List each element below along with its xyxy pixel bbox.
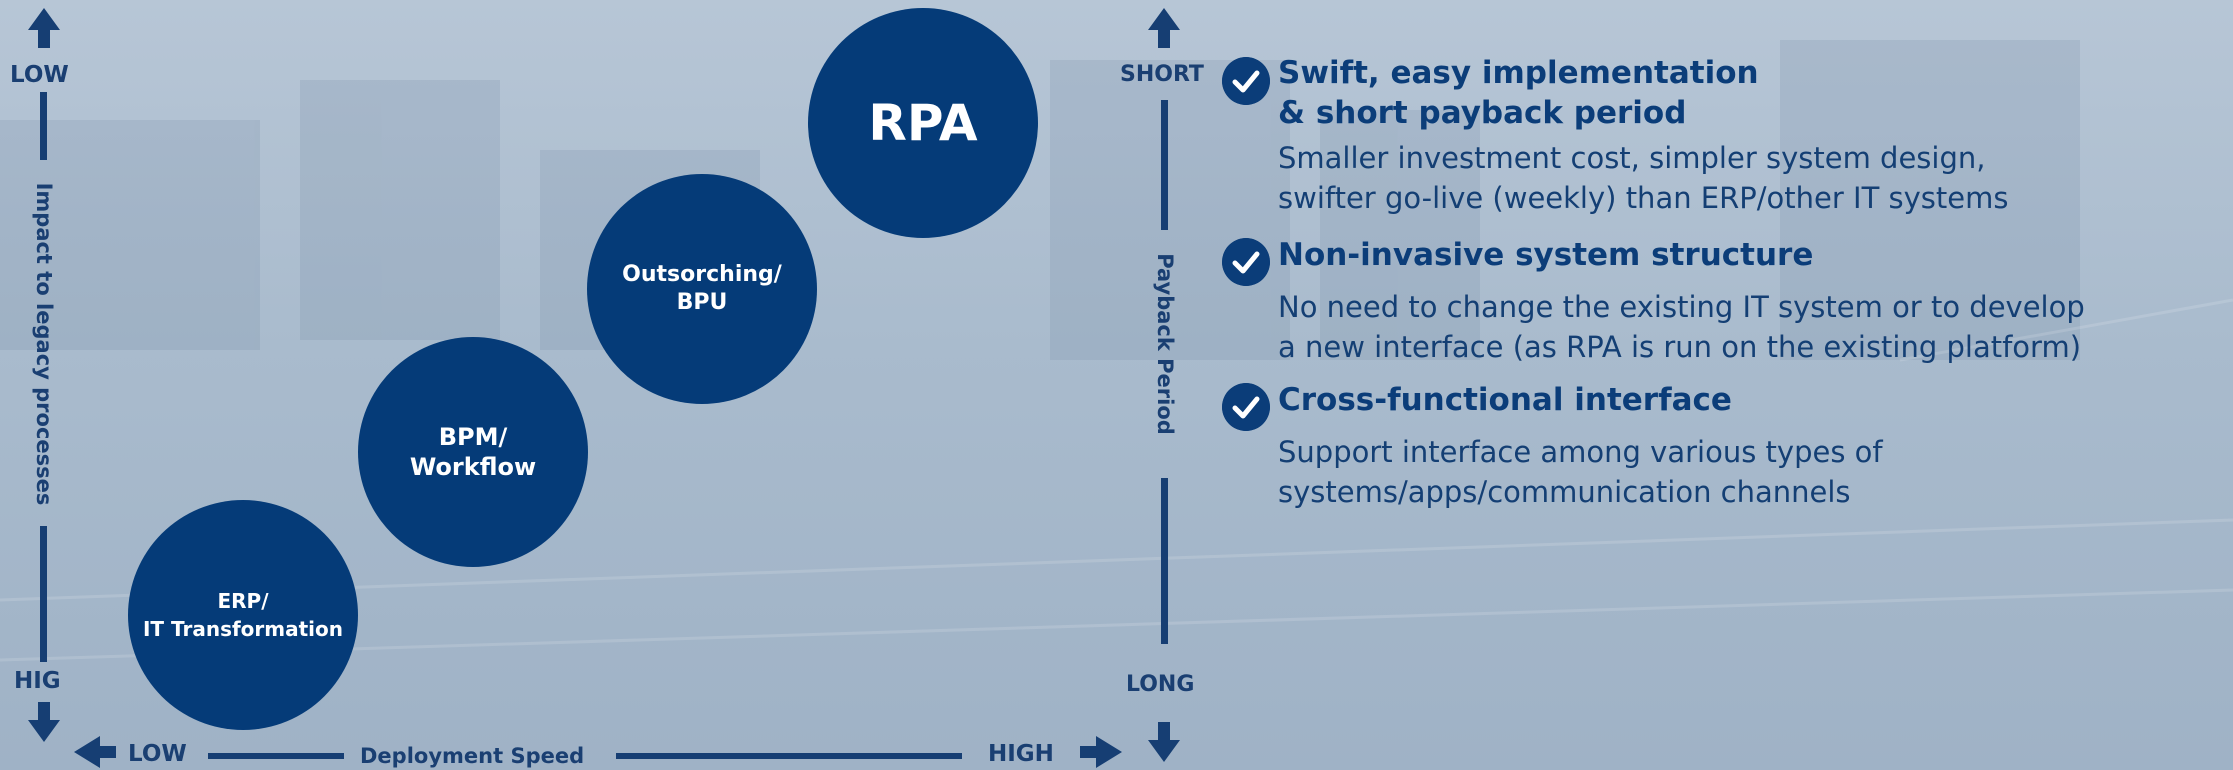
feature-3-desc-line-2: systems/apps/communication channels bbox=[1278, 475, 1851, 509]
feature-1-desc-line-2: swifter go-live (weekly) than ERP/other … bbox=[1278, 181, 2009, 215]
feature-2-desc-line-2: a new interface (as RPA is run on the ex… bbox=[1278, 330, 2082, 364]
bottom-axis-line-left bbox=[208, 753, 344, 759]
feature-2-desc-line-1: No need to change the existing IT system… bbox=[1278, 290, 2085, 324]
left-axis-title: Impact to legacy processes bbox=[32, 182, 56, 506]
bubble-bpm-line-2: Workflow bbox=[409, 453, 537, 481]
left-axis-top-label: LOW bbox=[10, 62, 69, 88]
arrow-down-icon bbox=[28, 702, 60, 742]
bottom-axis-left-label: LOW bbox=[128, 741, 187, 767]
bubble-outsourcing-line-1: Outsorching/ bbox=[622, 262, 782, 287]
feature-3-desc-line-1: Support interface among various types of bbox=[1278, 435, 1883, 469]
left-axis-line-top bbox=[40, 92, 47, 160]
arrow-up-icon bbox=[28, 8, 60, 48]
bottom-axis-right-label: HIGH bbox=[988, 741, 1054, 767]
left-axis-bottom-label: HIG bbox=[14, 668, 61, 694]
arrow-left-icon bbox=[74, 736, 116, 768]
arrow-up-icon bbox=[1148, 8, 1180, 48]
arrow-down-icon bbox=[1148, 722, 1180, 762]
bubble-erp-line-1: ERP/ bbox=[217, 589, 269, 613]
feature-1-title-line-2: & short payback period bbox=[1278, 95, 1687, 131]
check-circle-icon bbox=[1222, 57, 1270, 105]
bubble-rpa: RPA bbox=[808, 8, 1038, 238]
feature-3-title: Cross-functional interface bbox=[1278, 382, 1732, 418]
payback-axis-bottom-label: LONG bbox=[1126, 672, 1195, 697]
left-axis-line-bottom bbox=[40, 526, 47, 662]
feature-2-title: Non-invasive system structure bbox=[1278, 237, 1814, 273]
bubble-outsourcing: Outsorching/ BPU bbox=[587, 174, 817, 404]
payback-axis-title: Payback Period bbox=[1153, 253, 1177, 435]
feature-1-desc-line-1: Smaller investment cost, simpler system … bbox=[1278, 141, 1986, 175]
feature-1-title-line-1: Swift, easy implementation bbox=[1278, 55, 1759, 91]
check-circle-icon bbox=[1222, 383, 1270, 431]
bottom-axis-line-right bbox=[616, 753, 962, 759]
bubble-erp-line-2: IT Transformation bbox=[142, 617, 344, 641]
arrow-right-icon bbox=[1080, 736, 1122, 768]
bottom-axis-title: Deployment Speed bbox=[360, 744, 585, 768]
check-circle-icon bbox=[1222, 238, 1270, 286]
bubble-bpm: BPM/ Workflow bbox=[358, 337, 588, 567]
bubble-outsourcing-line-2: BPU bbox=[676, 290, 728, 315]
payback-axis-line-top bbox=[1161, 100, 1168, 230]
bubble-bpm-line-1: BPM/ bbox=[438, 423, 508, 451]
payback-axis-top-label: SHORT bbox=[1120, 62, 1204, 87]
bubble-erp: ERP/ IT Transformation bbox=[128, 500, 358, 730]
bubble-rpa-line-1: RPA bbox=[868, 94, 978, 152]
payback-axis-line-bottom bbox=[1161, 478, 1168, 644]
